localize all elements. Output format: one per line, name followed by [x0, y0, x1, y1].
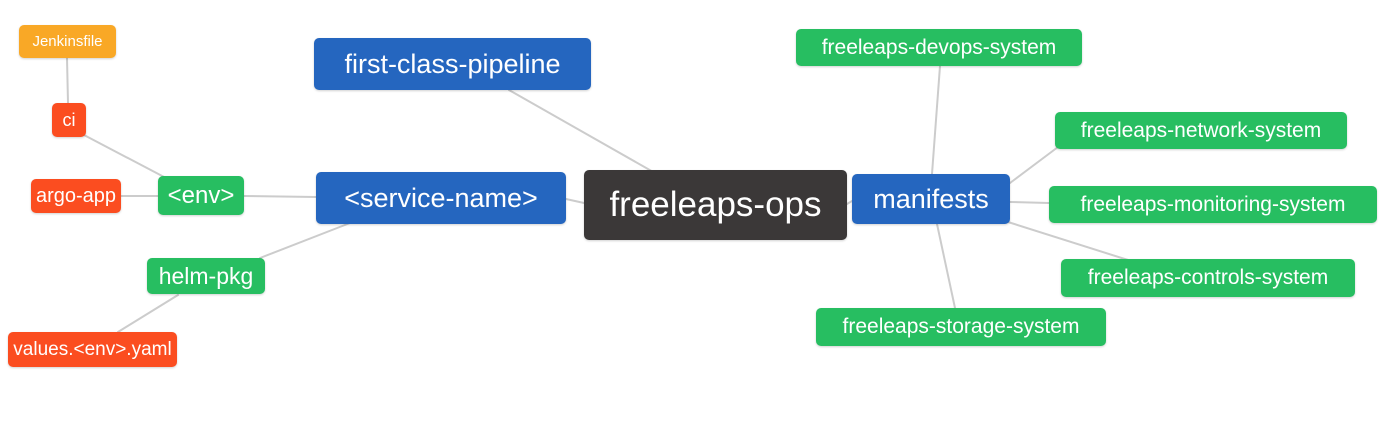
edge-manifests--freeleaps-storage-system	[936, 223, 956, 309]
node-ci[interactable]: ci	[52, 103, 86, 137]
node-manifests[interactable]: manifests	[852, 174, 1010, 224]
edge-ci--env	[83, 134, 167, 179]
node-freeleaps-devops-system[interactable]: freeleaps-devops-system	[796, 29, 1082, 66]
node-helm-pkg[interactable]: helm-pkg	[147, 258, 265, 294]
node-freeleaps-network-system[interactable]: freeleaps-network-system	[1055, 112, 1347, 149]
edge-first-class-pipeline--freeleaps-ops	[508, 89, 656, 174]
node-freeleaps-ops[interactable]: freeleaps-ops	[584, 170, 847, 240]
node-values-env-yaml[interactable]: values.<env>.yaml	[8, 332, 177, 367]
node-first-class-pipeline[interactable]: first-class-pipeline	[314, 38, 591, 90]
node-service-name[interactable]: <service-name>	[316, 172, 566, 224]
node-freeleaps-monitoring-system[interactable]: freeleaps-monitoring-system	[1049, 186, 1377, 223]
edge-helm-pkg--service-name	[259, 222, 351, 259]
edge-manifests--freeleaps-devops-system	[931, 65, 941, 175]
node-env[interactable]: <env>	[158, 176, 244, 215]
node-argo-app[interactable]: argo-app	[31, 179, 121, 213]
edge-freeleaps-ops--manifests	[846, 200, 853, 205]
edge-manifests--freeleaps-network-system	[1009, 146, 1059, 184]
edge-values-env-yaml--helm-pkg	[117, 294, 179, 333]
edge-manifests--freeleaps-controls-system	[1007, 221, 1129, 261]
node-freeleaps-storage-system[interactable]: freeleaps-storage-system	[816, 308, 1106, 346]
edge-manifests--freeleaps-monitoring-system	[1009, 201, 1050, 204]
node-freeleaps-controls-system[interactable]: freeleaps-controls-system	[1061, 259, 1355, 297]
node-jenkinsfile[interactable]: Jenkinsfile	[19, 25, 116, 58]
edge-service-name--freeleaps-ops	[565, 198, 585, 204]
edge-jenkinsfile--ci	[66, 57, 69, 104]
edge-env--service-name	[243, 195, 317, 198]
